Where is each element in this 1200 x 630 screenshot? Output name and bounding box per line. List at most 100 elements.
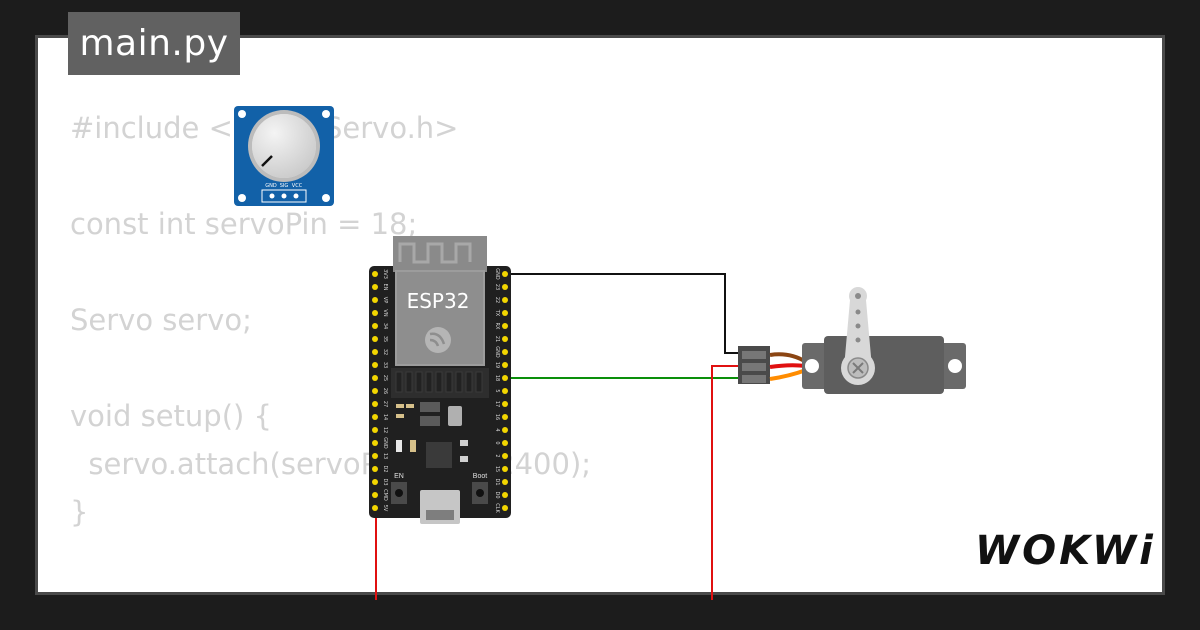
left-pin-label: 27 — [382, 401, 388, 407]
en-button[interactable] — [391, 482, 407, 504]
right-pin-label: RX — [494, 323, 500, 330]
left-pin-label: 32 — [382, 349, 388, 355]
right-pin-label: CLK — [494, 503, 500, 513]
left-pin-12[interactable] — [372, 427, 378, 433]
potentiometer-knob[interactable] — [252, 114, 316, 178]
right-pin-label: 22 — [494, 297, 500, 303]
right-pin-d1[interactable] — [502, 479, 508, 485]
boot-button[interactable] — [472, 482, 488, 504]
right-pin-label: 17 — [494, 401, 500, 407]
project-preview-card: #include <ESP32Servo.h> const int servoP… — [35, 35, 1165, 595]
left-pin-label: 34 — [382, 323, 388, 329]
right-pin-16[interactable] — [502, 414, 508, 420]
right-pin-21[interactable] — [502, 336, 508, 342]
pot-pin-label-sig: SIG — [280, 183, 289, 189]
left-pin-14[interactable] — [372, 414, 378, 420]
right-pin-tx[interactable] — [502, 310, 508, 316]
right-pin-gnd[interactable] — [502, 271, 508, 277]
right-pin-label: 21 — [494, 336, 500, 342]
right-pin-label: GND — [494, 268, 500, 280]
esp32-label: ESP32 — [407, 289, 470, 313]
en-label: EN — [394, 473, 404, 480]
servo-motor[interactable] — [802, 287, 966, 394]
right-pin-15[interactable] — [502, 466, 508, 472]
left-pin-13[interactable] — [372, 453, 378, 459]
left-pin-3v3[interactable] — [372, 271, 378, 277]
right-pin-label: 18 — [494, 375, 500, 381]
left-pin-label: 25 — [382, 375, 388, 381]
wokwi-logo: WOKWi — [975, 528, 1156, 574]
left-pin-d3[interactable] — [372, 479, 378, 485]
left-pin-cmd[interactable] — [372, 492, 378, 498]
left-pin-en[interactable] — [372, 284, 378, 290]
right-pin-4[interactable] — [502, 427, 508, 433]
right-pin-label: 5 — [494, 389, 500, 392]
esp32-board[interactable]: ESP32 EN — [369, 236, 511, 524]
left-pin-label: GND — [382, 437, 388, 449]
right-pin-label: 15 — [494, 466, 500, 472]
left-pin-label: D3 — [382, 478, 388, 485]
gnd-wire — [508, 273, 740, 354]
left-pin-d2[interactable] — [372, 466, 378, 472]
left-pin-27[interactable] — [372, 401, 378, 407]
servo-connector — [738, 346, 770, 384]
left-pin-label: 14 — [382, 414, 388, 420]
left-pin-label: VN — [382, 309, 388, 316]
right-pin-d0[interactable] — [502, 492, 508, 498]
espressif-logo-icon — [425, 327, 451, 353]
power-wire-right — [711, 365, 740, 600]
left-pin-label: 5V — [382, 505, 388, 512]
left-pin-33[interactable] — [372, 362, 378, 368]
file-tab-main-py[interactable]: main.py — [68, 12, 240, 75]
right-pin-rx[interactable] — [502, 323, 508, 329]
right-pin-label: 23 — [494, 284, 500, 290]
right-pin-label: 2 — [494, 454, 500, 457]
right-pin-label: 19 — [494, 362, 500, 368]
right-pin-0[interactable] — [502, 440, 508, 446]
boot-label: Boot — [473, 473, 487, 480]
left-pin-label: 26 — [382, 388, 388, 394]
left-pin-label: EN — [382, 284, 388, 291]
right-pin-label: 0 — [494, 441, 500, 444]
right-pin-label: 4 — [494, 428, 500, 431]
right-pin-label: D1 — [494, 478, 500, 485]
left-pin-vp[interactable] — [372, 297, 378, 303]
right-pin-17[interactable] — [502, 401, 508, 407]
left-pin-label: 12 — [382, 427, 388, 433]
right-pin-label: D0 — [494, 491, 500, 498]
right-pin-19[interactable] — [502, 362, 508, 368]
right-pin-label: GND — [494, 346, 500, 358]
servo-horn[interactable] — [844, 300, 872, 368]
left-pin-25[interactable] — [372, 375, 378, 381]
left-pin-label: 13 — [382, 453, 388, 459]
right-pin-label: TX — [494, 309, 500, 317]
right-pin-gnd[interactable] — [502, 349, 508, 355]
left-pin-26[interactable] — [372, 388, 378, 394]
left-pin-label: 33 — [382, 362, 388, 368]
right-pin-2[interactable] — [502, 453, 508, 459]
left-pin-label: D2 — [382, 465, 388, 472]
left-pin-32[interactable] — [372, 349, 378, 355]
left-pin-label: CMD — [382, 489, 388, 501]
right-pin-5[interactable] — [502, 388, 508, 394]
left-pin-label: VP — [382, 297, 388, 303]
right-pin-22[interactable] — [502, 297, 508, 303]
right-pin-23[interactable] — [502, 284, 508, 290]
right-pin-18[interactable] — [502, 375, 508, 381]
left-pin-5v[interactable] — [372, 505, 378, 511]
code-editor-text: #include <ESP32Servo.h> const int servoP… — [70, 111, 592, 592]
left-pin-vn[interactable] — [372, 310, 378, 316]
pot-pin-label-vcc: VCC — [292, 183, 303, 189]
left-pin-35[interactable] — [372, 336, 378, 342]
right-pin-label: 16 — [494, 414, 500, 420]
left-pin-gnd[interactable] — [372, 440, 378, 446]
pot-pin-label-gnd: GND — [265, 183, 277, 189]
left-pin-label: 3V3 — [382, 269, 388, 279]
left-pin-34[interactable] — [372, 323, 378, 329]
left-pin-label: 35 — [382, 336, 388, 342]
right-pin-clk[interactable] — [502, 505, 508, 511]
